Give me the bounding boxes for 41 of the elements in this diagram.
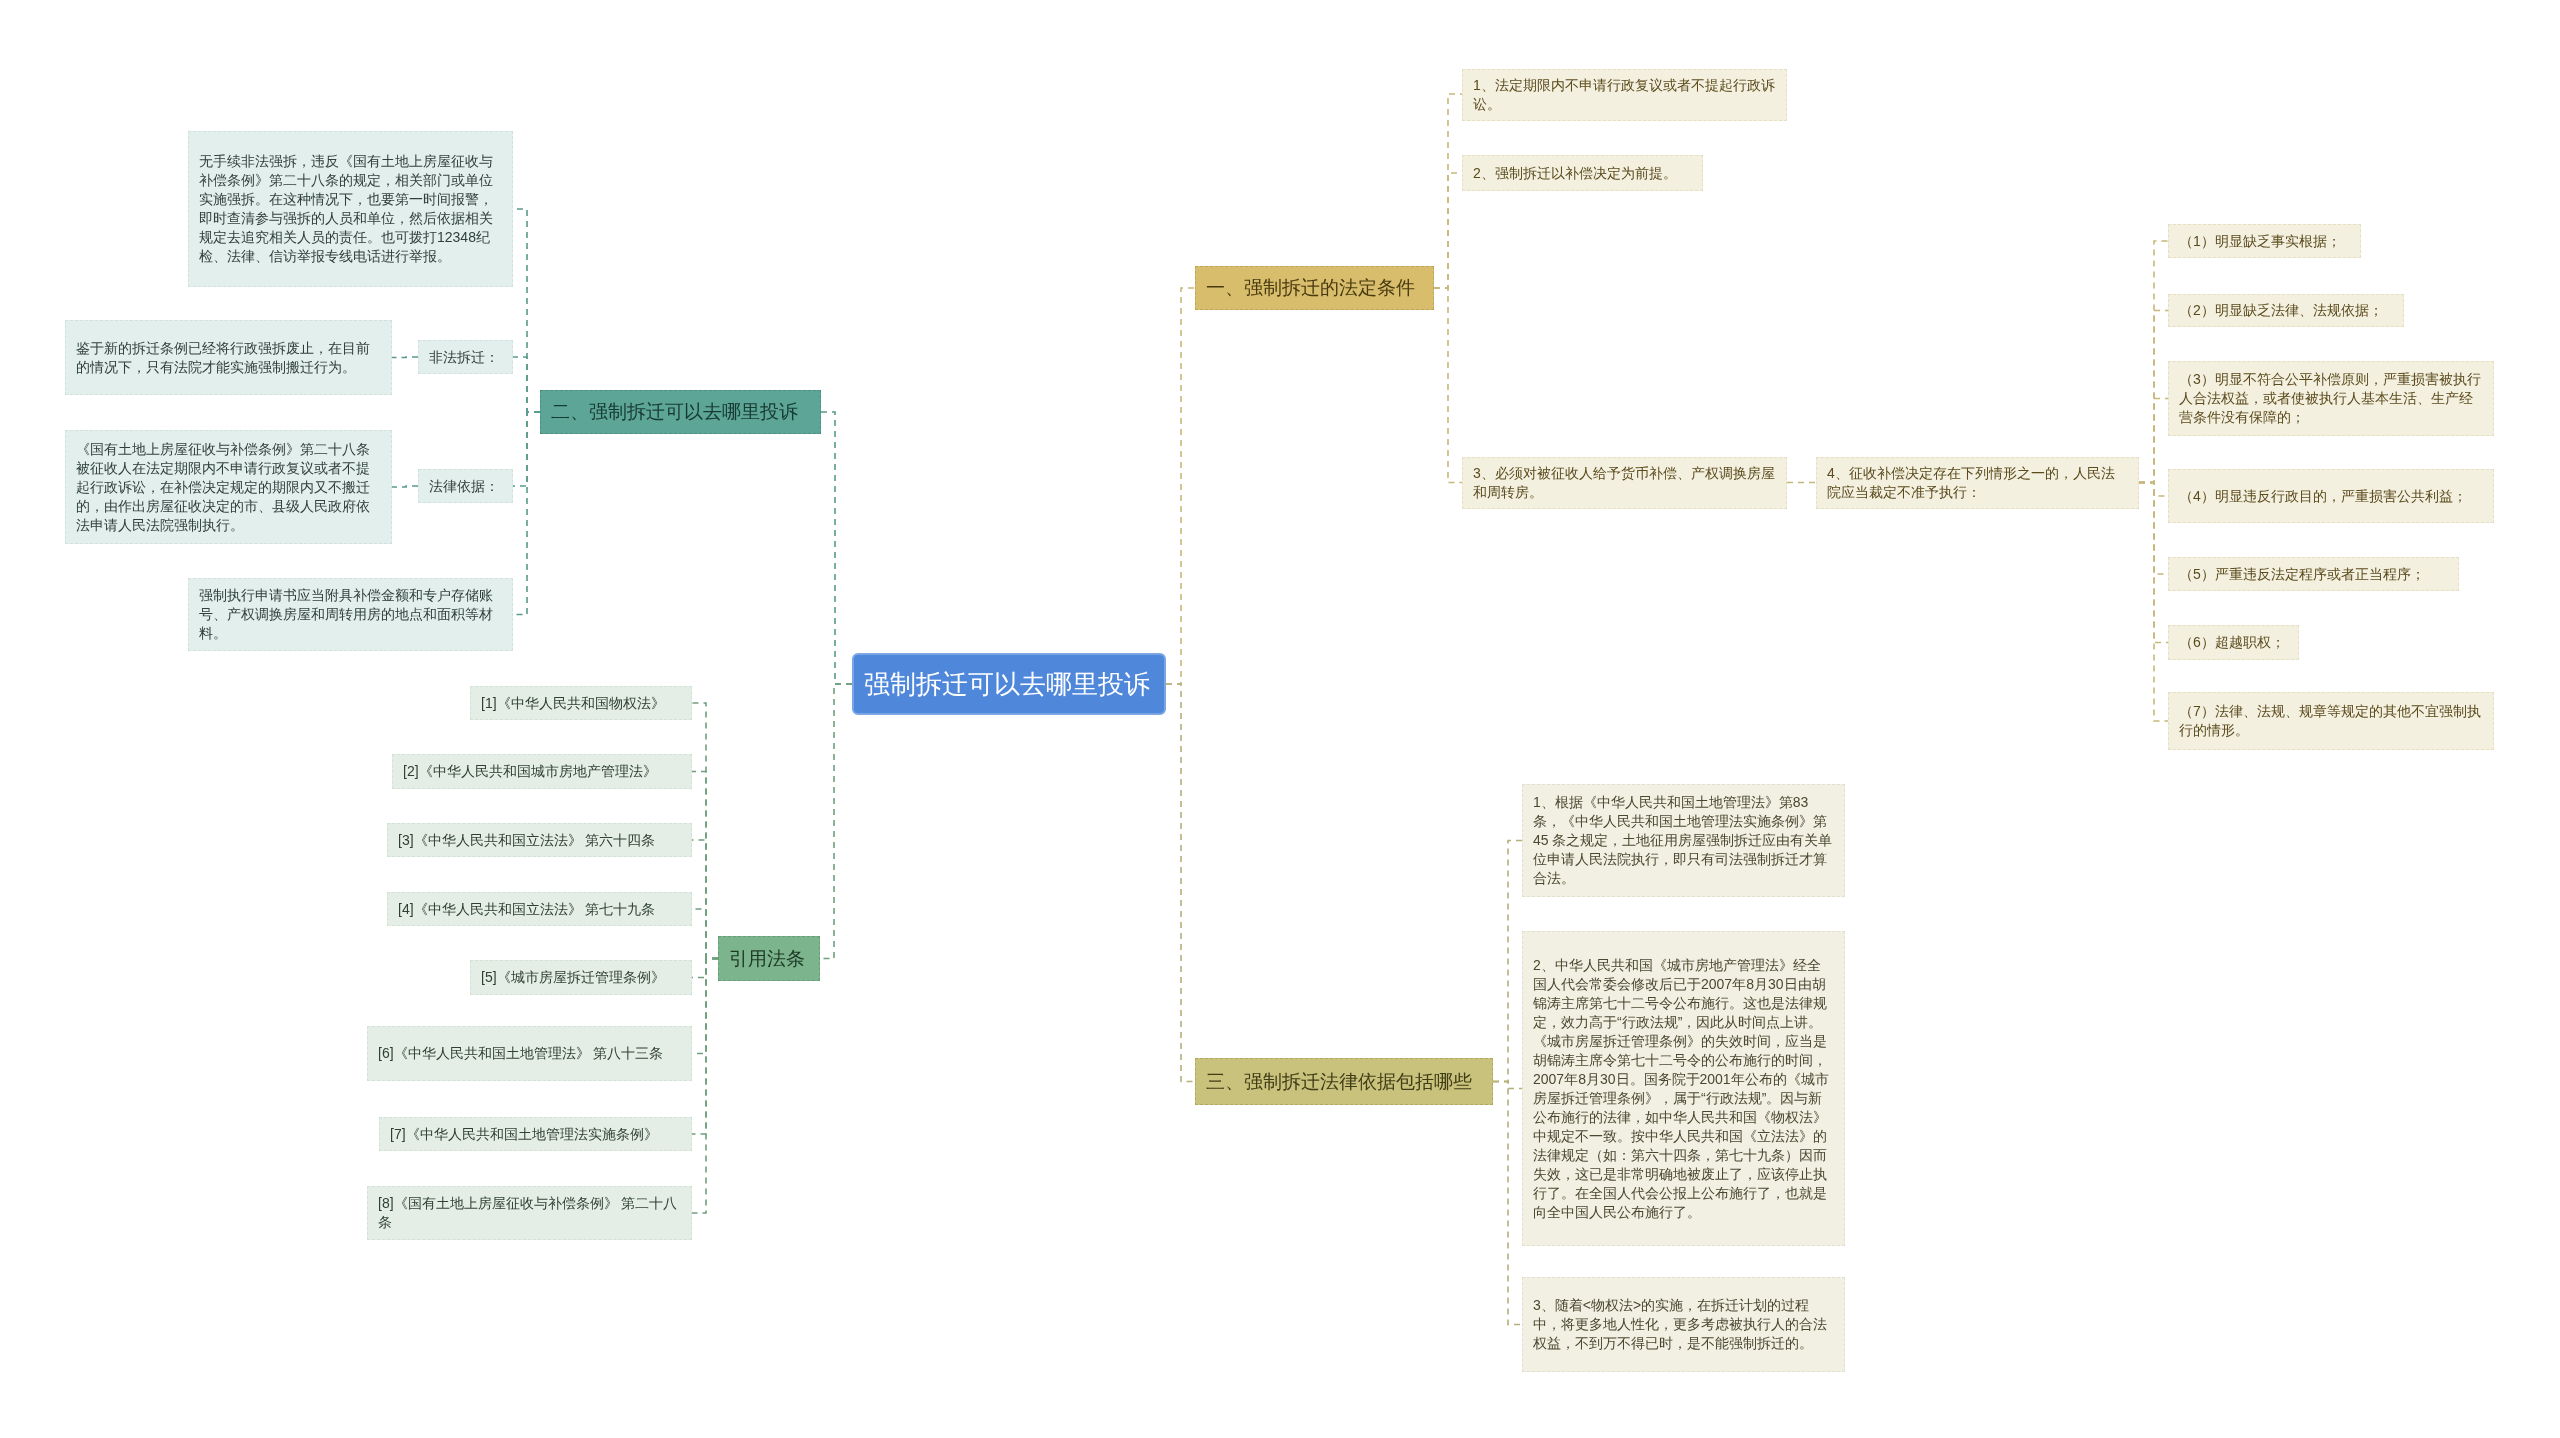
branch-topic: 三、强制拆迁法律依据包括哪些: [1195, 1058, 1493, 1105]
connector-line: [691, 957, 719, 1214]
connector-line: [391, 356, 419, 359]
citation-box: [2]《中华人民共和国城市房地产管理法》: [392, 754, 692, 789]
subtopic-box: 3、随着<物权法>的实施，在拆迁计划的过程中，将更多地人性化，更多考虑被执行人的合法权益，不到万不得已时，是不能强制拆迁的。: [1522, 1277, 1845, 1372]
subtopic-box: 法律依据：: [418, 469, 513, 503]
subtopic-box: 鉴于新的拆迁条例已经将行政强拆废止，在目前的情况下，只有法院才能实施强制搬迁行为。: [65, 320, 392, 395]
subtopic-box: 《国有土地上房屋征收与补偿条例》第二十八条被征收人在法定期限内不申请行政复议或者不提起行政诉讼，在补偿决定规定的期限内又不搬迁的，由作出房屋征收决定的市、县级人民政府依法申请人民法院强制执行。: [65, 430, 392, 544]
branch-topic: 引用法条: [718, 936, 820, 981]
connector-line: [1433, 287, 1463, 484]
connector-line: [1165, 683, 1196, 1083]
central-topic: 强制拆迁可以去哪里投诉: [852, 653, 1166, 715]
subtopic-box: 3、必须对被征收人给予货币补偿、产权调换房屋和周转房。: [1462, 457, 1787, 509]
subtopic-box: 1、法定期限内不申请行政复议或者不提起行政诉讼。: [1462, 69, 1787, 121]
subtopic-box: （6）超越职权；: [2168, 625, 2299, 660]
subtopic-box: （3）明显不符合公平补偿原则，严重损害被执行人合法权益，或者使被执行人基本生活、生产经营条件没有保障的；: [2168, 361, 2494, 436]
subtopic-box: 4、征收补偿决定存在下列情形之一的，人民法院应当裁定不准予执行：: [1816, 457, 2139, 509]
subtopic-box: （2）明显缺乏法律、法规依据；: [2168, 294, 2404, 327]
subtopic-box: 2、强制拆迁以补偿决定为前提。: [1462, 155, 1703, 191]
citation-box: [7]《中华人民共和国土地管理法实施条例》: [379, 1117, 692, 1151]
subtopic-box: 强制执行申请书应当附具补偿金额和专户存储账号、产权调换房屋和周转用房的地点和面积等材料。: [188, 578, 513, 651]
subtopic-box: 无手续非法强拆，违反《国有土地上房屋征收与补偿条例》第二十八条的规定，相关部门或单位实施强拆。在这种情况下，也要第一时间报警，即时查清参与强拆的人员和单位，然后依据相关规定去追究相关人员的责任。也可拨打12348纪检、法律、信访举报专线电话进行举报。: [188, 131, 513, 287]
branch-topic: 一、强制拆迁的法定条件: [1195, 266, 1434, 310]
connector-line: [391, 485, 419, 488]
subtopic-box: 1、根据《中华人民共和国土地管理法》第83条，《中华人民共和国土地管理法实施条例》第45 条之规定，土地征用房屋强制拆迁应由有关单位申请人民法院执行，即只有司法强制拆迁才算合法。: [1522, 784, 1845, 897]
connector-line: [1786, 481, 1817, 484]
branch-topic: 二、强制拆迁可以去哪里投诉: [540, 390, 821, 434]
citation-box: [6]《中华人民共和国土地管理法》 第八十三条: [367, 1026, 692, 1081]
subtopic-box: 非法拆迁：: [418, 340, 513, 374]
citation-box: [4]《中华人民共和国立法法》 第七十九条: [387, 892, 692, 926]
citation-box: [5]《城市房屋拆迁管理条例》: [470, 960, 692, 995]
subtopic-box: （5）严重违反法定程序或者正当程序；: [2168, 557, 2459, 591]
citation-box: [8]《国有土地上房屋征收与补偿条例》 第二十八条: [367, 1186, 692, 1240]
subtopic-box: 2、中华人民共和国《城市房地产管理法》经全国人代会常委会修改后已于2007年8月30日由胡锦涛主席第七十二号令公布施行。这也是法律规定，效力高于“行政法规”，因此从时间点上讲。《城市房屋拆迁管理条例》的失效时间，应当是胡锦涛主席令第七十二号令的公布施行的时间，2007年8月30日。国务院于2001年公布的《城市房屋拆迁管理条例》，属于“行政法规”。因与新公布施行的法律，如中华人民共和国《物权法》中规定不一致。按中华人民共和国《立法法》的法律规定（如：第六十四条，第七十九条）因而失效，这已是非常明确地被废止了，应该停止执行了。在全国人代会公报上公布施行了，也就是向全中国人民公布施行了。: [1522, 931, 1845, 1246]
citation-box: [3]《中华人民共和国立法法》 第六十四条: [387, 823, 692, 857]
connector-line: [1492, 1080, 1523, 1326]
subtopic-box: （4）明显违反行政目的，严重损害公共利益；: [2168, 469, 2494, 523]
citation-box: [1]《中华人民共和国物权法》: [470, 686, 692, 720]
subtopic-box: （1）明显缺乏事实根据；: [2168, 224, 2361, 258]
connector-line: [2138, 481, 2169, 722]
subtopic-box: （7）法律、法规、规章等规定的其他不宜强制执行的情形。: [2168, 692, 2494, 750]
